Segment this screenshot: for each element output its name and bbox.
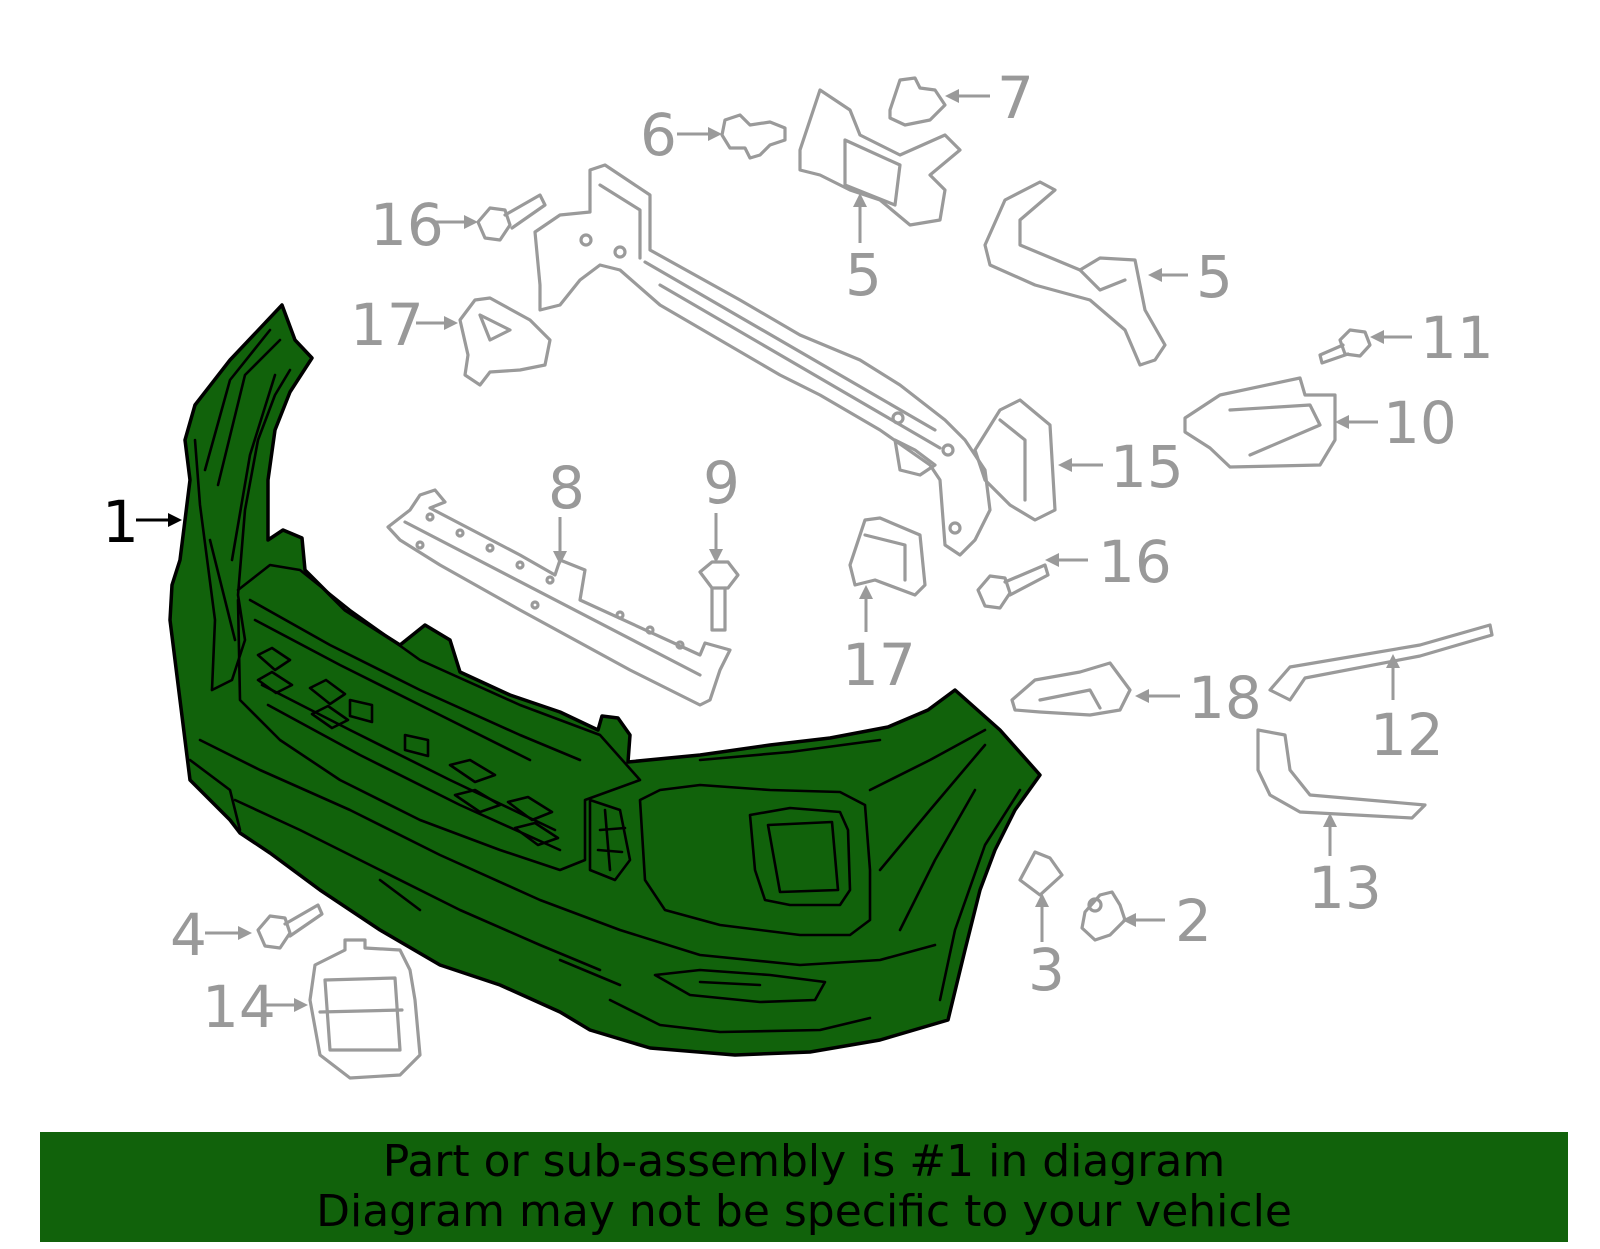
callout-15: 15 [1110, 433, 1184, 501]
callout-3: 3 [1028, 936, 1065, 1004]
callout-17-upper: 17 [350, 291, 424, 359]
callout-16-upper: 16 [370, 191, 444, 259]
callout-12: 12 [1370, 701, 1444, 769]
part-15-reinforcement-beam [533, 163, 1057, 557]
part-3-cap [1018, 850, 1064, 897]
callout-8: 8 [548, 454, 585, 522]
callout-13: 13 [1308, 854, 1382, 922]
callout-5-right: 5 [1196, 243, 1233, 311]
callout-11: 11 [1420, 304, 1494, 372]
part-13-molding [1256, 728, 1427, 820]
callout-7: 7 [997, 64, 1034, 132]
part-5-right-bracket [983, 180, 1167, 367]
part-2-clip [1080, 890, 1127, 942]
part-11-screw [1318, 328, 1372, 365]
banner-line-2: Diagram may not be specific to your vehi… [316, 1186, 1292, 1237]
part-7-nut [888, 76, 947, 127]
callout-14: 14 [202, 973, 276, 1041]
callout-18: 18 [1188, 664, 1262, 732]
callout-9: 9 [703, 449, 740, 517]
part-9-bolt [698, 560, 740, 632]
callout-5-upper: 5 [845, 241, 882, 309]
banner-line-1: Part or sub-assembly is #1 in diagram [382, 1136, 1226, 1187]
callout-4: 4 [170, 901, 207, 969]
part-4-bolt [256, 903, 324, 950]
callout-6: 6 [640, 101, 677, 169]
callout-2: 2 [1175, 887, 1212, 955]
callout-16-lower: 16 [1098, 528, 1172, 596]
callout-labels: 1 2 3 4 5 5 6 7 8 9 10 11 12 13 14 15 16… [102, 64, 1494, 1041]
callout-arrows [136, 89, 1412, 1012]
part-16-bolt-lower [976, 563, 1050, 610]
part-10-bracket [1183, 376, 1337, 469]
part-8-support-bar [386, 488, 732, 707]
part-17-bracket-upper [458, 296, 552, 387]
callout-17-lower: 17 [842, 631, 916, 699]
part-6-clip [720, 113, 787, 160]
callout-10: 10 [1383, 389, 1457, 457]
part-1-bumper-cover[interactable] [168, 303, 1042, 1057]
part-5-upper-bracket [798, 88, 962, 227]
callout-1: 1 [102, 488, 139, 556]
part-17-bracket-lower [848, 516, 927, 597]
part-14-bezel [308, 938, 422, 1080]
part-16-bolt-upper [476, 193, 547, 242]
part-12-molding [1268, 623, 1494, 702]
part-18-bracket [1010, 661, 1132, 717]
info-banner: Part or sub-assembly is #1 in diagram Di… [40, 1132, 1568, 1242]
parts-diagram: 1 2 3 4 5 5 6 7 8 9 10 11 12 13 14 15 16… [102, 64, 1494, 1080]
